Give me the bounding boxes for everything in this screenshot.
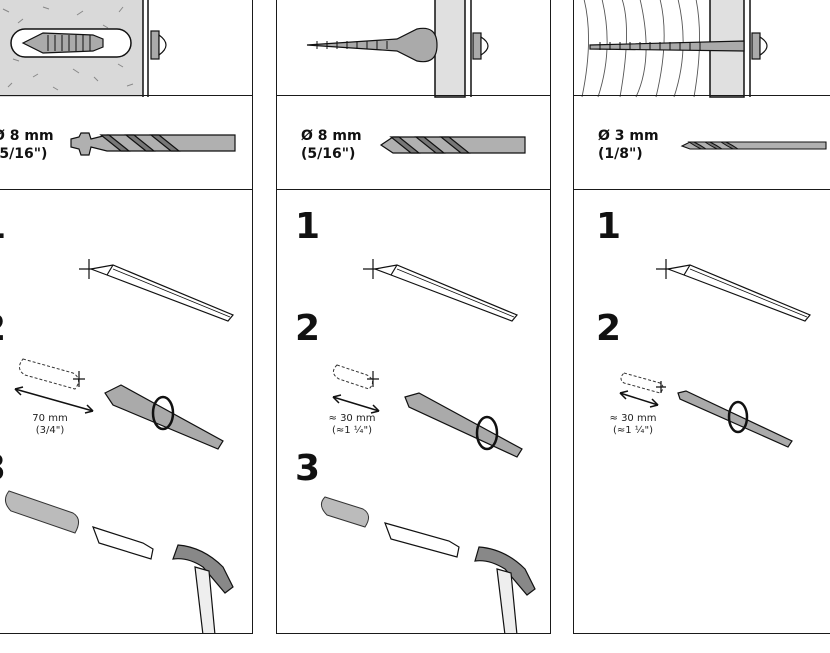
divider: [0, 95, 252, 96]
plasterboard-wall-illustration: [306, 0, 489, 98]
drill-bit: [379, 136, 526, 154]
panel-concrete-wall: Ø 8 mm (5/16") 1 2 3 70 mm (3/4"): [0, 0, 253, 634]
drill-depth-illustration: [14, 358, 224, 450]
divider: [574, 189, 830, 190]
drill-depth-label: ≈ 30 mm (≈1 ¼"): [609, 413, 657, 436]
divider: [0, 189, 252, 190]
step-number-2: 2: [295, 308, 321, 349]
divider: [574, 95, 830, 96]
panel-wood-wall: Ø 3 mm (1/8") 1 2 ≈ 30 mm (≈1 ¼"): [573, 0, 830, 634]
masonry-drill-bit: [70, 132, 236, 156]
hammer-plug-illustration: [5, 490, 234, 633]
step-number-1: 1: [596, 206, 622, 247]
drill-depth-label: 70 mm (3/4"): [32, 413, 68, 436]
divider: [277, 189, 550, 190]
pencil-mark-illustration: [363, 259, 518, 322]
drill-depth-label: ≈ 30 mm (≈1 ¼"): [328, 413, 376, 436]
drill-diameter-label: Ø 8 mm (5/16"): [0, 128, 54, 162]
divider: [277, 95, 550, 96]
drill-diameter-label: Ø 8 mm (5/16"): [301, 128, 362, 162]
step-number-2: 2: [0, 311, 6, 347]
drill-diameter-label: Ø 3 mm (1/8"): [598, 128, 659, 162]
step-number-1: 1: [0, 209, 6, 245]
panel-plasterboard-wall: Ø 8 mm (5/16") 1 2 3 ≈ 30 mm (≈1 ¼"): [276, 0, 551, 634]
concrete-wall-illustration: [0, 0, 167, 97]
pencil-mark-illustration: [79, 259, 234, 322]
hammer-plug-illustration: [321, 496, 536, 633]
step-number-3: 3: [0, 451, 6, 487]
step-number-3: 3: [295, 448, 321, 489]
step-number-1: 1: [295, 206, 321, 247]
wood-wall-illustration: [574, 0, 768, 98]
drill-depth-illustration: [619, 372, 793, 448]
drill-depth-illustration: [332, 364, 523, 458]
pencil-mark-illustration: [656, 259, 811, 322]
step-number-2: 2: [596, 308, 622, 349]
thin-drill-bit: [680, 141, 827, 150]
